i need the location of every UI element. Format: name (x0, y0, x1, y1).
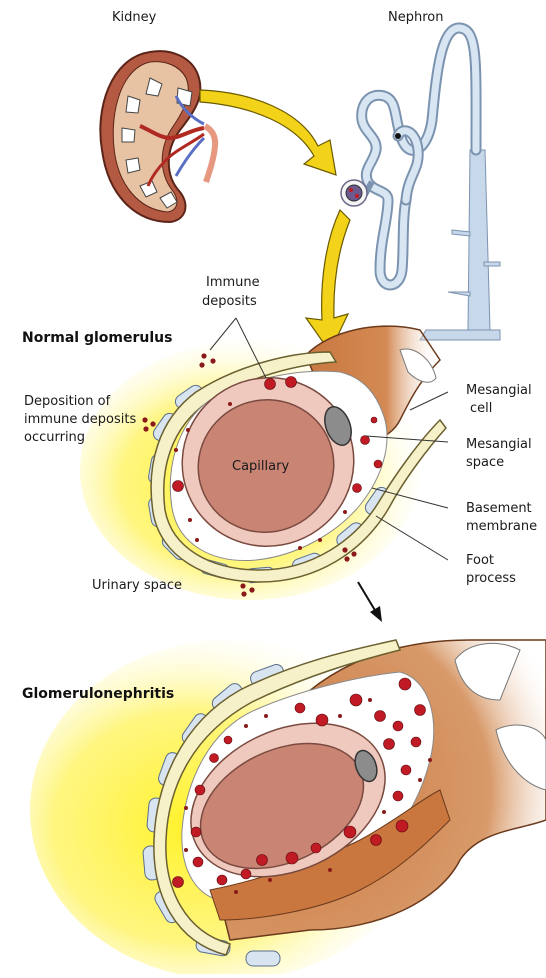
label-glomerulonephritis: Glomerulonephritis (22, 686, 174, 702)
label-nephron: Nephron (388, 10, 443, 25)
label-mesangial-space-line1: Mesangial (466, 437, 532, 452)
label-foot-process-line2: process (466, 571, 516, 586)
label-basement-membrane-line1: Basement (466, 501, 532, 516)
label-basement-membrane-line2: membrane (466, 519, 537, 534)
label-urinary-space: Urinary space (92, 578, 182, 593)
nephron-illustration (341, 28, 500, 340)
label-immune-deposits-line2: deposits (202, 294, 257, 309)
label-foot-process-line1: Foot (466, 553, 494, 568)
label-capillary: Capillary (232, 459, 289, 474)
arrow-nephron-to-glomerulus (306, 210, 350, 352)
label-deposition-line3: occurring (24, 430, 85, 445)
transition-arrow (358, 582, 382, 622)
label-normal-glomerulus: Normal glomerulus (22, 330, 172, 346)
label-mesangial-space-line2: space (466, 455, 504, 470)
label-immune-deposits-line1: Immune (206, 275, 260, 290)
kidney-illustration (100, 51, 215, 222)
label-mesangial-cell-line2: cell (470, 401, 492, 416)
label-deposition-line1: Deposition of (24, 394, 111, 409)
label-mesangial-cell-line1: Mesangial (466, 383, 532, 398)
arrow-kidney-to-nephron (200, 90, 336, 175)
label-kidney: Kidney (112, 10, 157, 25)
label-deposition-line2: immune deposits (24, 412, 136, 427)
